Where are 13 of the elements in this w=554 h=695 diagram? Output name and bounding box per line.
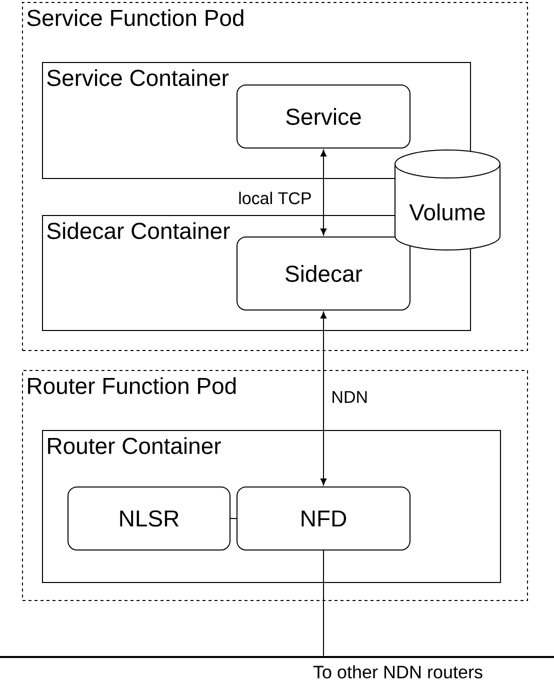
process-box: NFD [236,486,410,550]
network-line [0,656,554,658]
edge-label: NDN [330,390,370,404]
arrow [320,312,327,486]
edge-label: local TCP [237,190,313,206]
arrow [320,150,327,236]
process-box: NLSR [68,486,230,550]
connector-line [323,550,324,656]
process-box: Sidecar [236,236,410,310]
connector-line [230,518,237,519]
caption-text: To other NDN routers [313,665,482,678]
volume-cylinder: Volume [394,150,500,250]
process-box: Service [236,84,410,148]
